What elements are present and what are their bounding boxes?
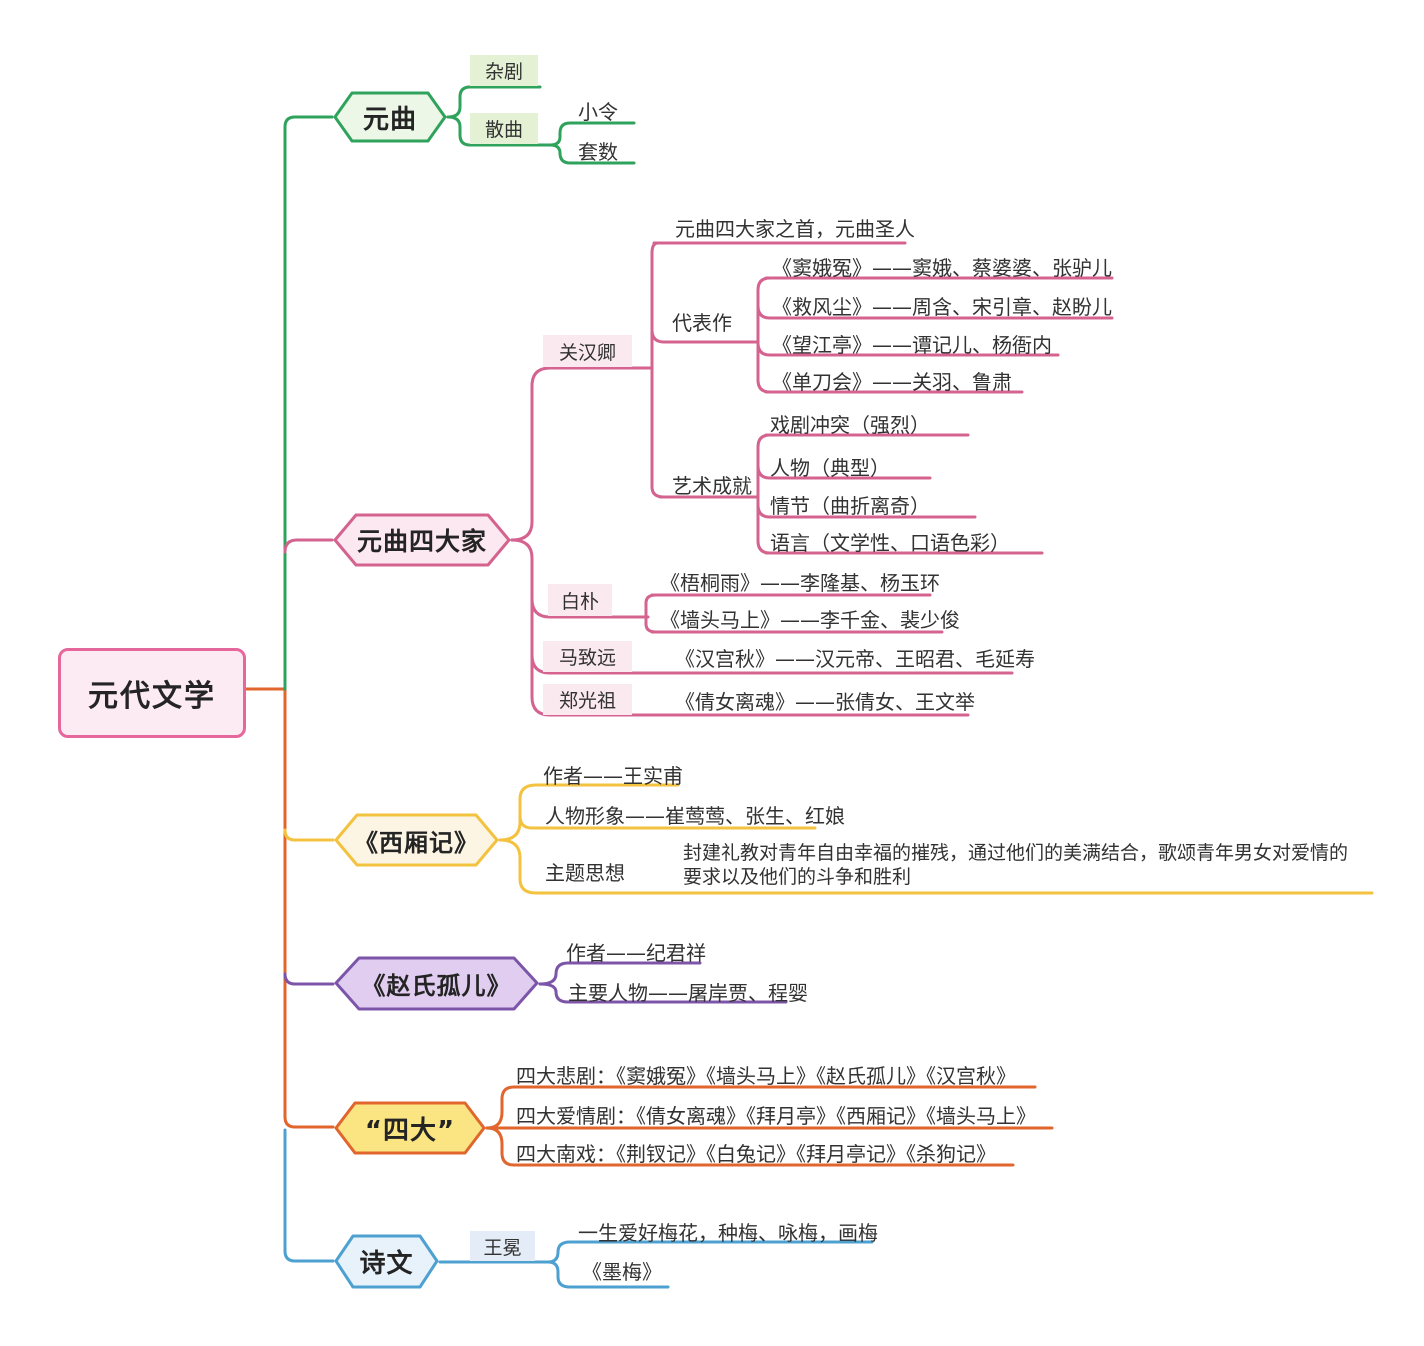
node-guanhanqing[interactable]: 关汉卿 bbox=[543, 335, 632, 367]
node-sanqu[interactable]: 散曲 bbox=[470, 113, 538, 144]
branch-xixiangji-node[interactable]: 《西厢记》 bbox=[333, 812, 500, 868]
branch-yuanqu-node[interactable]: 元曲 bbox=[332, 90, 448, 144]
node-guanhanqing-intro[interactable]: 元曲四大家之首，元曲圣人 bbox=[675, 217, 915, 241]
node-sida-beiju[interactable]: 四大悲剧：《窦娥冤》《墙头马上》《赵氏孤儿》《汉宫秋》 bbox=[516, 1064, 1016, 1088]
node-wangmian[interactable]: 王冕 bbox=[470, 1231, 535, 1261]
node-achv-yuyan[interactable]: 语言（文学性、口语色彩） bbox=[770, 531, 1010, 555]
branch-shiwen-label: 诗文 bbox=[359, 1249, 414, 1279]
node-work-doueryuan[interactable]: 《窦娥冤》——窦娥、蔡婆婆、张驴儿 bbox=[772, 256, 1112, 280]
node-yishuchengjiu[interactable]: 艺术成就 bbox=[672, 474, 752, 498]
node-zhaoshiguer-characters[interactable]: 主要人物——屠岸贾、程婴 bbox=[568, 981, 808, 1005]
node-mazhiyuan[interactable]: 马致远 bbox=[543, 641, 632, 672]
node-zhaoshiguer-author[interactable]: 作者——纪君祥 bbox=[566, 941, 706, 965]
node-xixiangji-theme-text[interactable]: 封建礼教对青年自由幸福的摧残，通过他们的美满结合，歌颂青年男女对爱情的要求以及他… bbox=[683, 842, 1349, 888]
root-node[interactable]: 元代文学 bbox=[58, 648, 246, 738]
branch-yuanqu-label: 元曲 bbox=[362, 104, 417, 135]
branch-xixiangji-label: 《西厢记》 bbox=[354, 828, 479, 857]
branch-zhaoshiguer-node[interactable]: 《赵氏孤儿》 bbox=[333, 955, 540, 1012]
node-shiwen-momei[interactable]: 《墨梅》 bbox=[582, 1260, 662, 1284]
node-zhengguangzu[interactable]: 郑光祖 bbox=[543, 684, 632, 715]
node-xixiangji-characters[interactable]: 人物形象——崔莺莺、张生、红娘 bbox=[545, 804, 845, 828]
node-work-qiannvlihun[interactable]: 《倩女离魂》——张倩女、王文举 bbox=[675, 690, 975, 714]
node-taoshu[interactable]: 套数 bbox=[578, 140, 618, 164]
node-work-qiangtoumashang[interactable]: 《墙头马上》——李千金、裴少俊 bbox=[660, 608, 960, 632]
node-baipu[interactable]: 白朴 bbox=[548, 584, 612, 616]
node-achv-chongtu[interactable]: 戏剧冲突（强烈） bbox=[770, 413, 930, 437]
node-sida-nanxi[interactable]: 四大南戏：《荆钗记》《白兔记》《拜月亭记》《杀狗记》 bbox=[516, 1142, 996, 1166]
node-work-dandaohui[interactable]: 《单刀会》——关羽、鲁肃 bbox=[772, 370, 1012, 394]
node-achv-renwu[interactable]: 人物（典型） bbox=[770, 456, 890, 480]
node-work-wutongyu[interactable]: 《梧桐雨》——李隆基、杨玉环 bbox=[660, 571, 940, 595]
node-xiaoling[interactable]: 小令 bbox=[578, 100, 618, 124]
branch-shiwen-node[interactable]: 诗文 bbox=[333, 1233, 440, 1290]
branch-sida-label: “四大” bbox=[364, 1115, 456, 1146]
node-work-jiufengchen[interactable]: 《救风尘》——周含、宋引章、赵盼儿 bbox=[772, 295, 1112, 319]
node-xixiangji-theme-label[interactable]: 主题思想 bbox=[545, 861, 625, 885]
branch-zhaoshiguer-label: 《赵氏孤儿》 bbox=[361, 972, 512, 1000]
node-work-wangjiangting[interactable]: 《望江亭》——谭记儿、杨衙内 bbox=[772, 333, 1052, 357]
node-zaju[interactable]: 杂剧 bbox=[470, 55, 538, 86]
node-work-hangongqiu[interactable]: 《汉宫秋》——汉元帝、王昭君、毛延寿 bbox=[675, 647, 1035, 671]
node-shiwen-meihua[interactable]: 一生爱好梅花，种梅、咏梅，画梅 bbox=[578, 1221, 878, 1245]
node-sida-aiqingju[interactable]: 四大爱情剧：《倩女离魂》《拜月亭》《西厢记》《墙头马上》 bbox=[516, 1104, 1036, 1128]
branch-sida-node[interactable]: “四大” bbox=[333, 1100, 487, 1156]
branch-sidajia-label: 元曲四大家 bbox=[356, 527, 487, 556]
node-daibiaozuo[interactable]: 代表作 bbox=[672, 311, 732, 335]
branch-sidajia-node[interactable]: 元曲四大家 bbox=[332, 512, 512, 568]
node-xixiangji-author[interactable]: 作者——王实甫 bbox=[543, 764, 683, 788]
node-achv-qingjie[interactable]: 情节（曲折离奇） bbox=[770, 494, 930, 518]
